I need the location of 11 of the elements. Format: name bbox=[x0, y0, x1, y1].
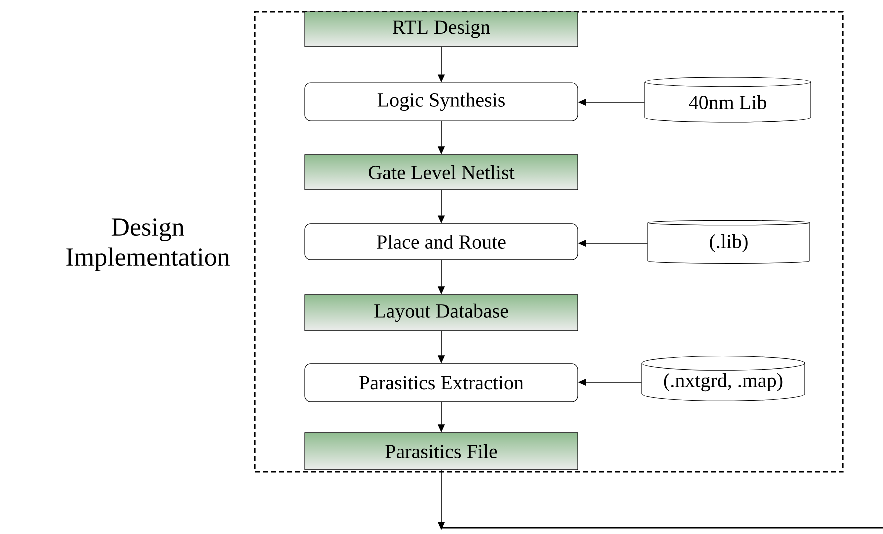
data-box: Parasitics File bbox=[304, 432, 578, 470]
process-box: Parasitics Extraction bbox=[304, 364, 578, 402]
data-box: Layout Database bbox=[304, 294, 578, 332]
data-box: RTL Design bbox=[304, 12, 578, 48]
group-title: Design Implementation bbox=[66, 218, 230, 272]
process-box: Place and Route bbox=[304, 224, 578, 260]
library-cylinder: 40nm Lib bbox=[644, 77, 812, 123]
library-cylinder: (.nxtgrd, .map) bbox=[642, 356, 806, 402]
library-cylinder: (.lib) bbox=[648, 220, 810, 264]
data-box: Gate Level Netlist bbox=[304, 154, 578, 190]
process-box: Logic Synthesis bbox=[304, 82, 578, 122]
